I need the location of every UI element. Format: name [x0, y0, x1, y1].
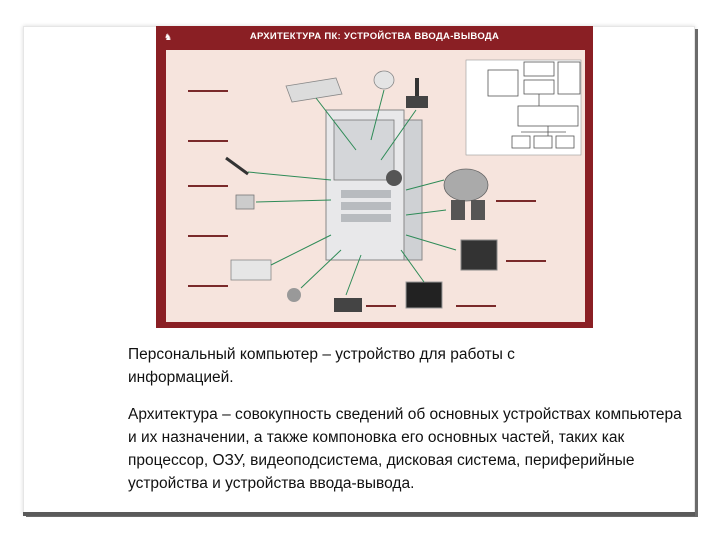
- keyboard-image: [285, 77, 343, 103]
- mouse-image: [373, 70, 395, 90]
- scanner-image: [443, 168, 489, 202]
- lcd-monitor-image: [405, 281, 443, 309]
- slide-bottom-bar: [23, 512, 695, 516]
- camcorder-image: [334, 298, 362, 312]
- poster-title: АРХИТЕКТУРА ПК: УСТРОЙСТВА ВВОДА-ВЫВОДА: [249, 31, 500, 42]
- speakers-image: [451, 200, 485, 220]
- architecture-poster: ♞ АРХИТЕКТУРА ПК: УСТРОЙСТВА ВВОДА-ВЫВОД…: [156, 26, 593, 328]
- pc-definition-paragraph: Персональный компьютер – устройство для …: [128, 343, 608, 389]
- pc-term: Персональный компьютер: [128, 346, 319, 363]
- pc-definition: – устройство для работы с информацией.: [128, 346, 515, 386]
- monitor-image: [460, 239, 498, 271]
- digital-camera-image: [235, 194, 255, 210]
- poster-diagram-area: [166, 50, 585, 322]
- system-block-diagram: [465, 59, 582, 156]
- joystick-image: [406, 78, 428, 108]
- architecture-definition-paragraph: Архитектура – совокупность сведений об о…: [128, 403, 688, 495]
- poster-logo-icon: ♞: [164, 32, 173, 42]
- connection-arrows: [247, 89, 457, 296]
- microphone-image: [225, 156, 249, 176]
- system-unit-image: [325, 109, 423, 261]
- architecture-term: Архитектура: [128, 406, 218, 423]
- architecture-definition: – совокупность сведений об основных устр…: [128, 406, 682, 492]
- device-label-markers: [188, 90, 546, 307]
- webcam-image: [287, 288, 301, 302]
- poster-diagram: [188, 59, 582, 312]
- printer-image: [230, 259, 272, 281]
